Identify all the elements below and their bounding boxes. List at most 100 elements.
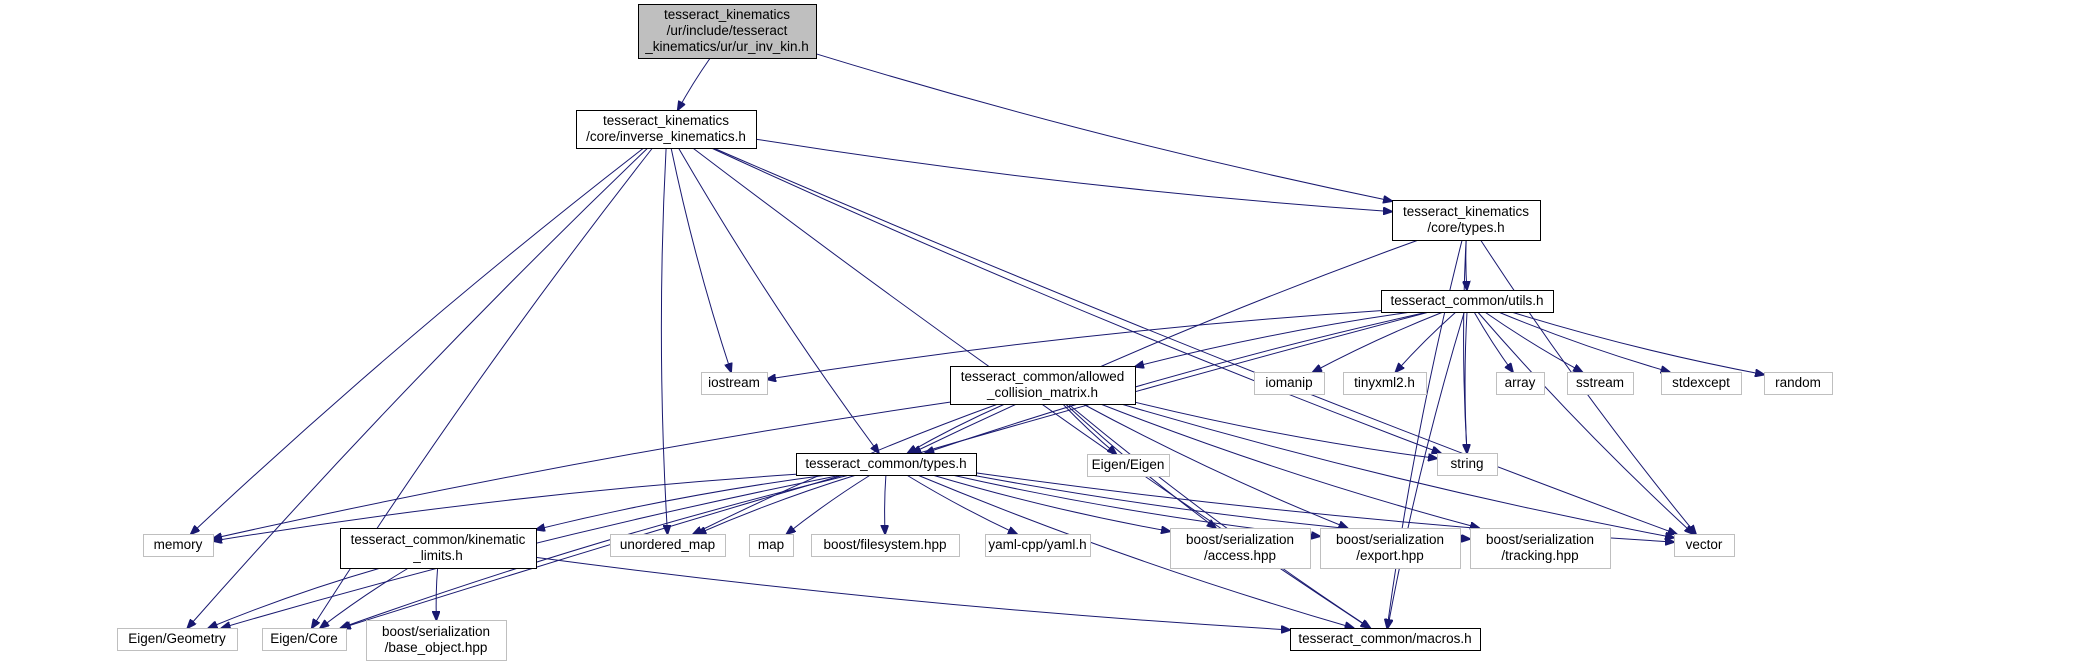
node-label-line: tinyxml2.h — [1354, 375, 1415, 390]
node-label-line: tesseract_common/types.h — [805, 456, 966, 471]
edge-common_types-to-macros — [917, 474, 1353, 628]
node-label-line: stdexcept — [1672, 375, 1730, 390]
node-box — [1437, 453, 1498, 476]
node-eigen-geometry[interactable]: Eigen/Geometry — [117, 628, 238, 651]
node-macros[interactable]: tesseract_common/macros.h — [1290, 628, 1481, 651]
node-eigen-core[interactable]: Eigen/Core — [262, 628, 347, 651]
edge-inverse_kinematics-to-vector — [713, 147, 1676, 534]
node-label-line: /base_object.hpp — [385, 640, 488, 655]
node-string[interactable]: string — [1437, 453, 1498, 476]
node-label-line: /core/inverse_kinematics.h — [586, 129, 746, 144]
edge-inverse_kinematics-to-unordered_map — [660, 147, 667, 534]
edge-utils-to-acm — [1135, 311, 1412, 367]
node-box — [1343, 372, 1427, 395]
node-label-line: random — [1775, 375, 1821, 390]
edge-acm-to-memory — [213, 401, 951, 538]
node-box — [1496, 372, 1545, 395]
edge-inverse_kinematics-to-kin_types — [755, 138, 1392, 211]
node-yaml[interactable]: yaml-cpp/yaml.h — [985, 534, 1091, 557]
node-label-line: Eigen/Geometry — [128, 631, 226, 646]
node-box — [1320, 528, 1461, 569]
node-label-line: /export.hpp — [1356, 548, 1424, 563]
node-sstream[interactable]: sstream — [1567, 372, 1634, 395]
node-stdexcept[interactable]: stdexcept — [1661, 372, 1742, 395]
node-inverse-kinematics[interactable]: tesseract_kinematics/core/inverse_kinema… — [576, 110, 757, 149]
edge-kinematic_limits-to-eigen_core — [320, 567, 409, 628]
node-box — [638, 4, 817, 59]
node-box — [1392, 200, 1541, 241]
node-box — [340, 528, 537, 569]
node-label-line: sstream — [1576, 375, 1624, 390]
edge-common_types-to-boost_filesystem — [885, 474, 886, 534]
node-box — [1170, 528, 1311, 569]
edge-common_types-to-map — [787, 474, 871, 534]
node-box — [1470, 528, 1611, 569]
node-box — [117, 628, 238, 651]
node-label-line: /tracking.hpp — [1501, 548, 1578, 563]
node-random[interactable]: random — [1764, 372, 1833, 395]
node-box — [749, 534, 794, 557]
node-label-line: _kinematics/ur/ur_inv_kin.h — [644, 39, 809, 54]
node-label-line: tesseract_common/allowed — [961, 369, 1125, 384]
node-iostream[interactable]: iostream — [701, 372, 768, 395]
node-memory[interactable]: memory — [143, 534, 214, 557]
edge-utils-to-iostream — [767, 310, 1382, 380]
node-label-line: _collision_matrix.h — [986, 385, 1098, 400]
node-label-line: _limits.h — [412, 548, 463, 563]
node-box — [1254, 372, 1325, 395]
node-iomanip[interactable]: iomanip — [1254, 372, 1325, 395]
node-label-line: tesseract_kinematics — [603, 113, 729, 128]
node-kin-types[interactable]: tesseract_kinematics/core/types.h — [1392, 200, 1541, 241]
node-label-line: unordered_map — [620, 537, 715, 552]
node-box — [1381, 290, 1554, 313]
node-box — [950, 366, 1136, 405]
node-box — [811, 534, 960, 557]
node-box — [701, 372, 768, 395]
node-box — [576, 110, 757, 149]
node-label-line: string — [1450, 456, 1483, 471]
node-label-line: boost/serialization — [1336, 532, 1444, 547]
node-label-line: Eigen/Core — [270, 631, 338, 646]
node-unordered-map[interactable]: unordered_map — [610, 534, 726, 557]
node-acm[interactable]: tesseract_common/allowed_collision_matri… — [950, 366, 1136, 405]
node-ur-inv-kin[interactable]: tesseract_kinematics/ur/include/tesserac… — [638, 4, 817, 59]
node-box — [143, 534, 214, 557]
node-map[interactable]: map — [749, 534, 794, 557]
node-tinyxml2[interactable]: tinyxml2.h — [1343, 372, 1427, 395]
node-label-line: tesseract_kinematics — [664, 7, 790, 22]
node-utils[interactable]: tesseract_common/utils.h — [1381, 290, 1554, 313]
edge-acm-to-common_types — [908, 403, 1006, 453]
node-box — [610, 534, 726, 557]
edge-inverse_kinematics-to-iostream — [670, 147, 731, 372]
node-boost-tracking[interactable]: boost/serialization/tracking.hpp — [1470, 528, 1611, 569]
edge-common_types-to-boost_access — [932, 474, 1170, 531]
edge-common_types-to-boost_export — [951, 474, 1320, 536]
edge-utils-to-tinyxml2 — [1396, 311, 1457, 372]
edge-kin_types-to-common_types — [912, 239, 1419, 453]
node-box — [1290, 628, 1481, 651]
node-vector[interactable]: vector — [1674, 534, 1735, 557]
node-eigen-eigen[interactable]: Eigen/Eigen — [1087, 454, 1170, 477]
node-box — [796, 453, 977, 476]
edge-acm-to-string — [1134, 401, 1437, 458]
node-label-line: tesseract_common/kinematic — [351, 532, 526, 547]
edge-ur_inv_kin-to-kin_types — [815, 53, 1392, 201]
edge-ur_inv_kin-to-inverse_kinematics — [678, 57, 711, 110]
node-box — [1567, 372, 1634, 395]
node-common-types[interactable]: tesseract_common/types.h — [796, 453, 977, 476]
node-box — [985, 534, 1091, 557]
node-boost-export[interactable]: boost/serialization/export.hpp — [1320, 528, 1461, 569]
node-boost-access[interactable]: boost/serialization/access.hpp — [1170, 528, 1311, 569]
node-array[interactable]: array — [1496, 372, 1545, 395]
edge-inverse_kinematics-to-eigen_geometry — [188, 147, 649, 628]
edge-common_types-to-yaml — [906, 474, 1017, 534]
edge-utils-to-array — [1473, 311, 1513, 372]
edge-inverse_kinematics-to-memory — [191, 147, 645, 534]
node-kinematic-limits[interactable]: tesseract_common/kinematic_limits.h — [340, 528, 537, 569]
node-label-line: /core/types.h — [1427, 220, 1504, 235]
node-boost-filesystem[interactable]: boost/filesystem.hpp — [811, 534, 960, 557]
node-box — [1764, 372, 1833, 395]
edge-common_types-to-memory — [213, 473, 797, 541]
node-boost-base-object[interactable]: boost/serialization/base_object.hpp — [366, 620, 507, 661]
